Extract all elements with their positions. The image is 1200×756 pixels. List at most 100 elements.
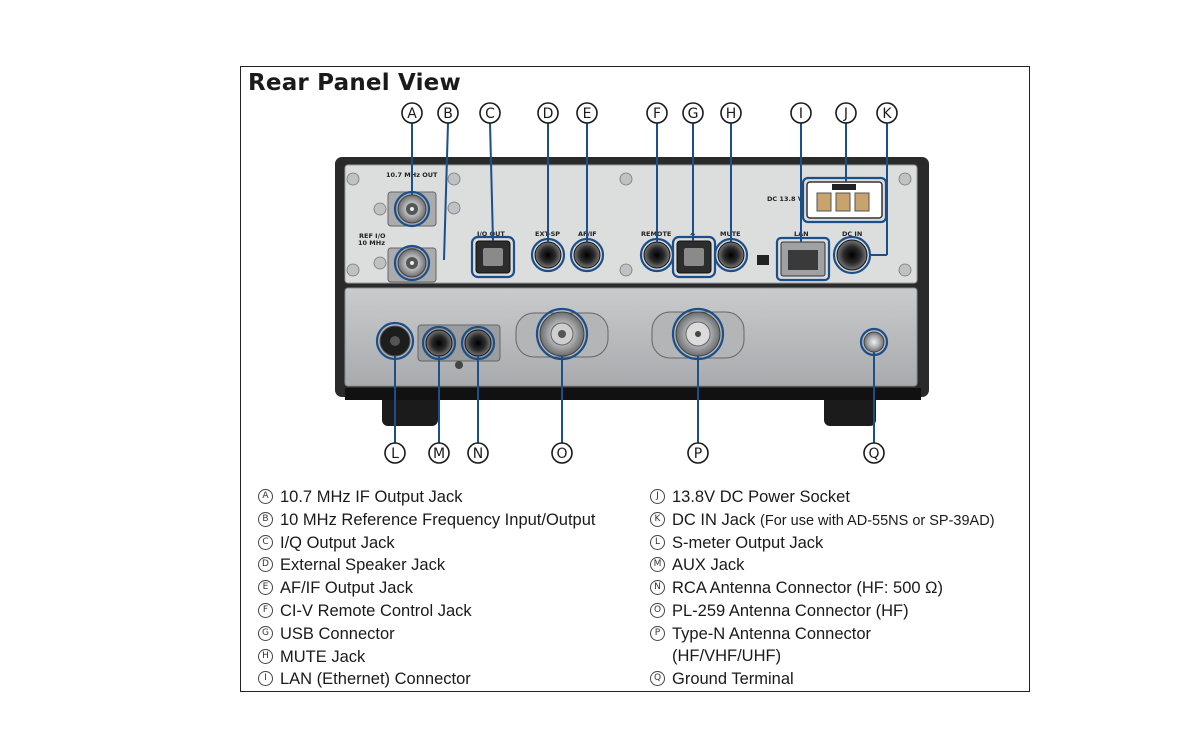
screw — [619, 263, 633, 277]
letter-badge: G — [258, 625, 273, 641]
legend-item-o: O PL-259 Antenna Connector (HF) — [650, 600, 1050, 623]
legend-text-main: DC IN Jack — [672, 510, 756, 529]
legend-item-j: J 13.8V DC Power Socket — [650, 486, 1050, 509]
letter-badge: F — [258, 602, 273, 618]
letter-badge: A — [258, 489, 273, 504]
legend-text: Ground Terminal — [672, 670, 794, 689]
label-dc-13-8: DC 13.8 V — [767, 195, 803, 203]
legend-text: LAN (Ethernet) Connector — [280, 670, 471, 689]
letter-badge: O — [650, 602, 665, 618]
legend-text: CI-V Remote Control Jack — [280, 601, 472, 620]
callout-letter: F — [653, 106, 661, 122]
callout-letter: I — [799, 106, 803, 122]
chassis-bottom — [345, 388, 921, 400]
legend-text-note: (For use with AD-55NS or SP-39AD) — [760, 512, 995, 529]
legend-item-q: Q Ground Terminal — [650, 668, 1050, 691]
legend-item-b: B 10 MHz Reference Frequency Input/Output — [258, 509, 658, 532]
callout-j: J — [835, 102, 857, 124]
callout-letter: H — [726, 106, 737, 122]
screw — [373, 202, 387, 216]
letter-badge: E — [258, 580, 273, 596]
letter-badge: L — [650, 534, 665, 550]
legend-item-l: L S-meter Output Jack — [650, 532, 1050, 555]
callout-letter: C — [485, 106, 495, 122]
legend-text: AUX Jack — [672, 556, 745, 575]
callout-letter: N — [473, 446, 483, 462]
callout-letter: P — [694, 446, 702, 462]
legend-text: AF/IF Output Jack — [280, 579, 413, 598]
callout-b: B — [437, 102, 459, 124]
letter-badge: J — [650, 489, 665, 504]
legend-left: A 10.7 MHz IF Output Jack B 10 MHz Referen… — [258, 486, 658, 691]
letter-badge: P — [650, 625, 665, 641]
letter-badge: Q — [650, 671, 665, 687]
ground-terminal — [863, 331, 885, 353]
letter-badge: H — [258, 648, 273, 664]
letter-badge: M — [650, 557, 665, 573]
label-iq-out: I/Q OUT — [477, 230, 505, 238]
callout-d: D — [537, 102, 559, 124]
callout-o: O — [551, 442, 573, 464]
legend-text: I/Q Output Jack — [280, 533, 395, 552]
legend-item-a: A 10.7 MHz IF Output Jack — [258, 486, 658, 509]
rear-panel-diagram: 10.7 MHz OUT REF I/O 10 MHz I/Q OUT EXT-… — [335, 102, 929, 464]
label-dc-in: DC IN — [842, 230, 862, 238]
legend-text: DC IN Jack (For use with AD-55NS or SP-3… — [672, 509, 995, 532]
legend-text: MUTE Jack — [280, 647, 366, 666]
screw — [898, 172, 912, 186]
legend-item-k: K DC IN Jack (For use with AD-55NS or SP-… — [650, 509, 1050, 532]
callout-l: L — [384, 442, 406, 464]
mute-jack — [717, 241, 745, 269]
screw — [373, 256, 387, 270]
rca-jack — [464, 329, 492, 357]
callout-h: H — [720, 102, 742, 124]
legend-item-n: N RCA Antenna Connector (HF: 500 Ω) — [650, 577, 1050, 600]
screw — [346, 172, 360, 186]
callout-q: Q — [863, 442, 885, 464]
letter-badge: K — [650, 511, 665, 527]
remote-jack — [643, 241, 671, 269]
screw — [346, 263, 360, 277]
callout-letter: O — [556, 446, 567, 462]
legend-text: PL-259 Antenna Connector (HF) — [672, 601, 909, 620]
letter-badge: I — [258, 671, 273, 687]
legend-text-main: Type-N Antenna Connector — [672, 624, 872, 643]
callout-letter: L — [391, 446, 399, 462]
legend-text-line2: (HF/VHF/UHF) — [672, 646, 782, 665]
callout-c: C — [479, 102, 501, 124]
legend-item-e: E AF/IF Output Jack — [258, 577, 658, 600]
callout-f: F — [646, 102, 668, 124]
callout-i: I — [790, 102, 812, 124]
label-ref-io-1: REF I/O — [359, 232, 386, 240]
callout-letter: A — [407, 106, 417, 122]
callout-letter: G — [688, 106, 699, 122]
af-if-jack — [573, 241, 601, 269]
letter-badge: B — [258, 511, 273, 527]
callout-letter: B — [443, 106, 453, 122]
callout-letter: J — [843, 106, 848, 122]
label-ref-io-2: 10 MHz — [358, 239, 385, 247]
legend-text: External Speaker Jack — [280, 556, 446, 575]
legend-text: 10 MHz Reference Frequency Input/Output — [280, 510, 596, 529]
legend-text: Type-N Antenna Connector (HF/VHF/UHF) — [672, 623, 871, 667]
legend-item-g: G USB Connector — [258, 623, 658, 646]
screw — [447, 201, 461, 215]
letter-badge: N — [650, 580, 665, 596]
callout-a: A — [401, 102, 423, 124]
legend-text: S-meter Output Jack — [672, 533, 824, 552]
legend-item-h: H MUTE Jack — [258, 646, 658, 669]
legend-text: RCA Antenna Connector (HF: 500 Ω) — [672, 579, 943, 598]
legend-item-f: F CI-V Remote Control Jack — [258, 600, 658, 623]
ext-sp-jack — [534, 241, 562, 269]
figure-title: Rear Panel View — [248, 70, 461, 96]
callout-m: M — [428, 442, 450, 464]
callout-k: K — [876, 102, 898, 124]
legend-text: USB Connector — [280, 624, 395, 643]
callout-letter: E — [583, 106, 592, 122]
legend-text: 13.8V DC Power Socket — [672, 488, 850, 506]
screw — [619, 172, 633, 186]
screw — [898, 263, 912, 277]
callout-p: P — [687, 442, 709, 464]
legend-text: 10.7 MHz IF Output Jack — [280, 488, 463, 506]
